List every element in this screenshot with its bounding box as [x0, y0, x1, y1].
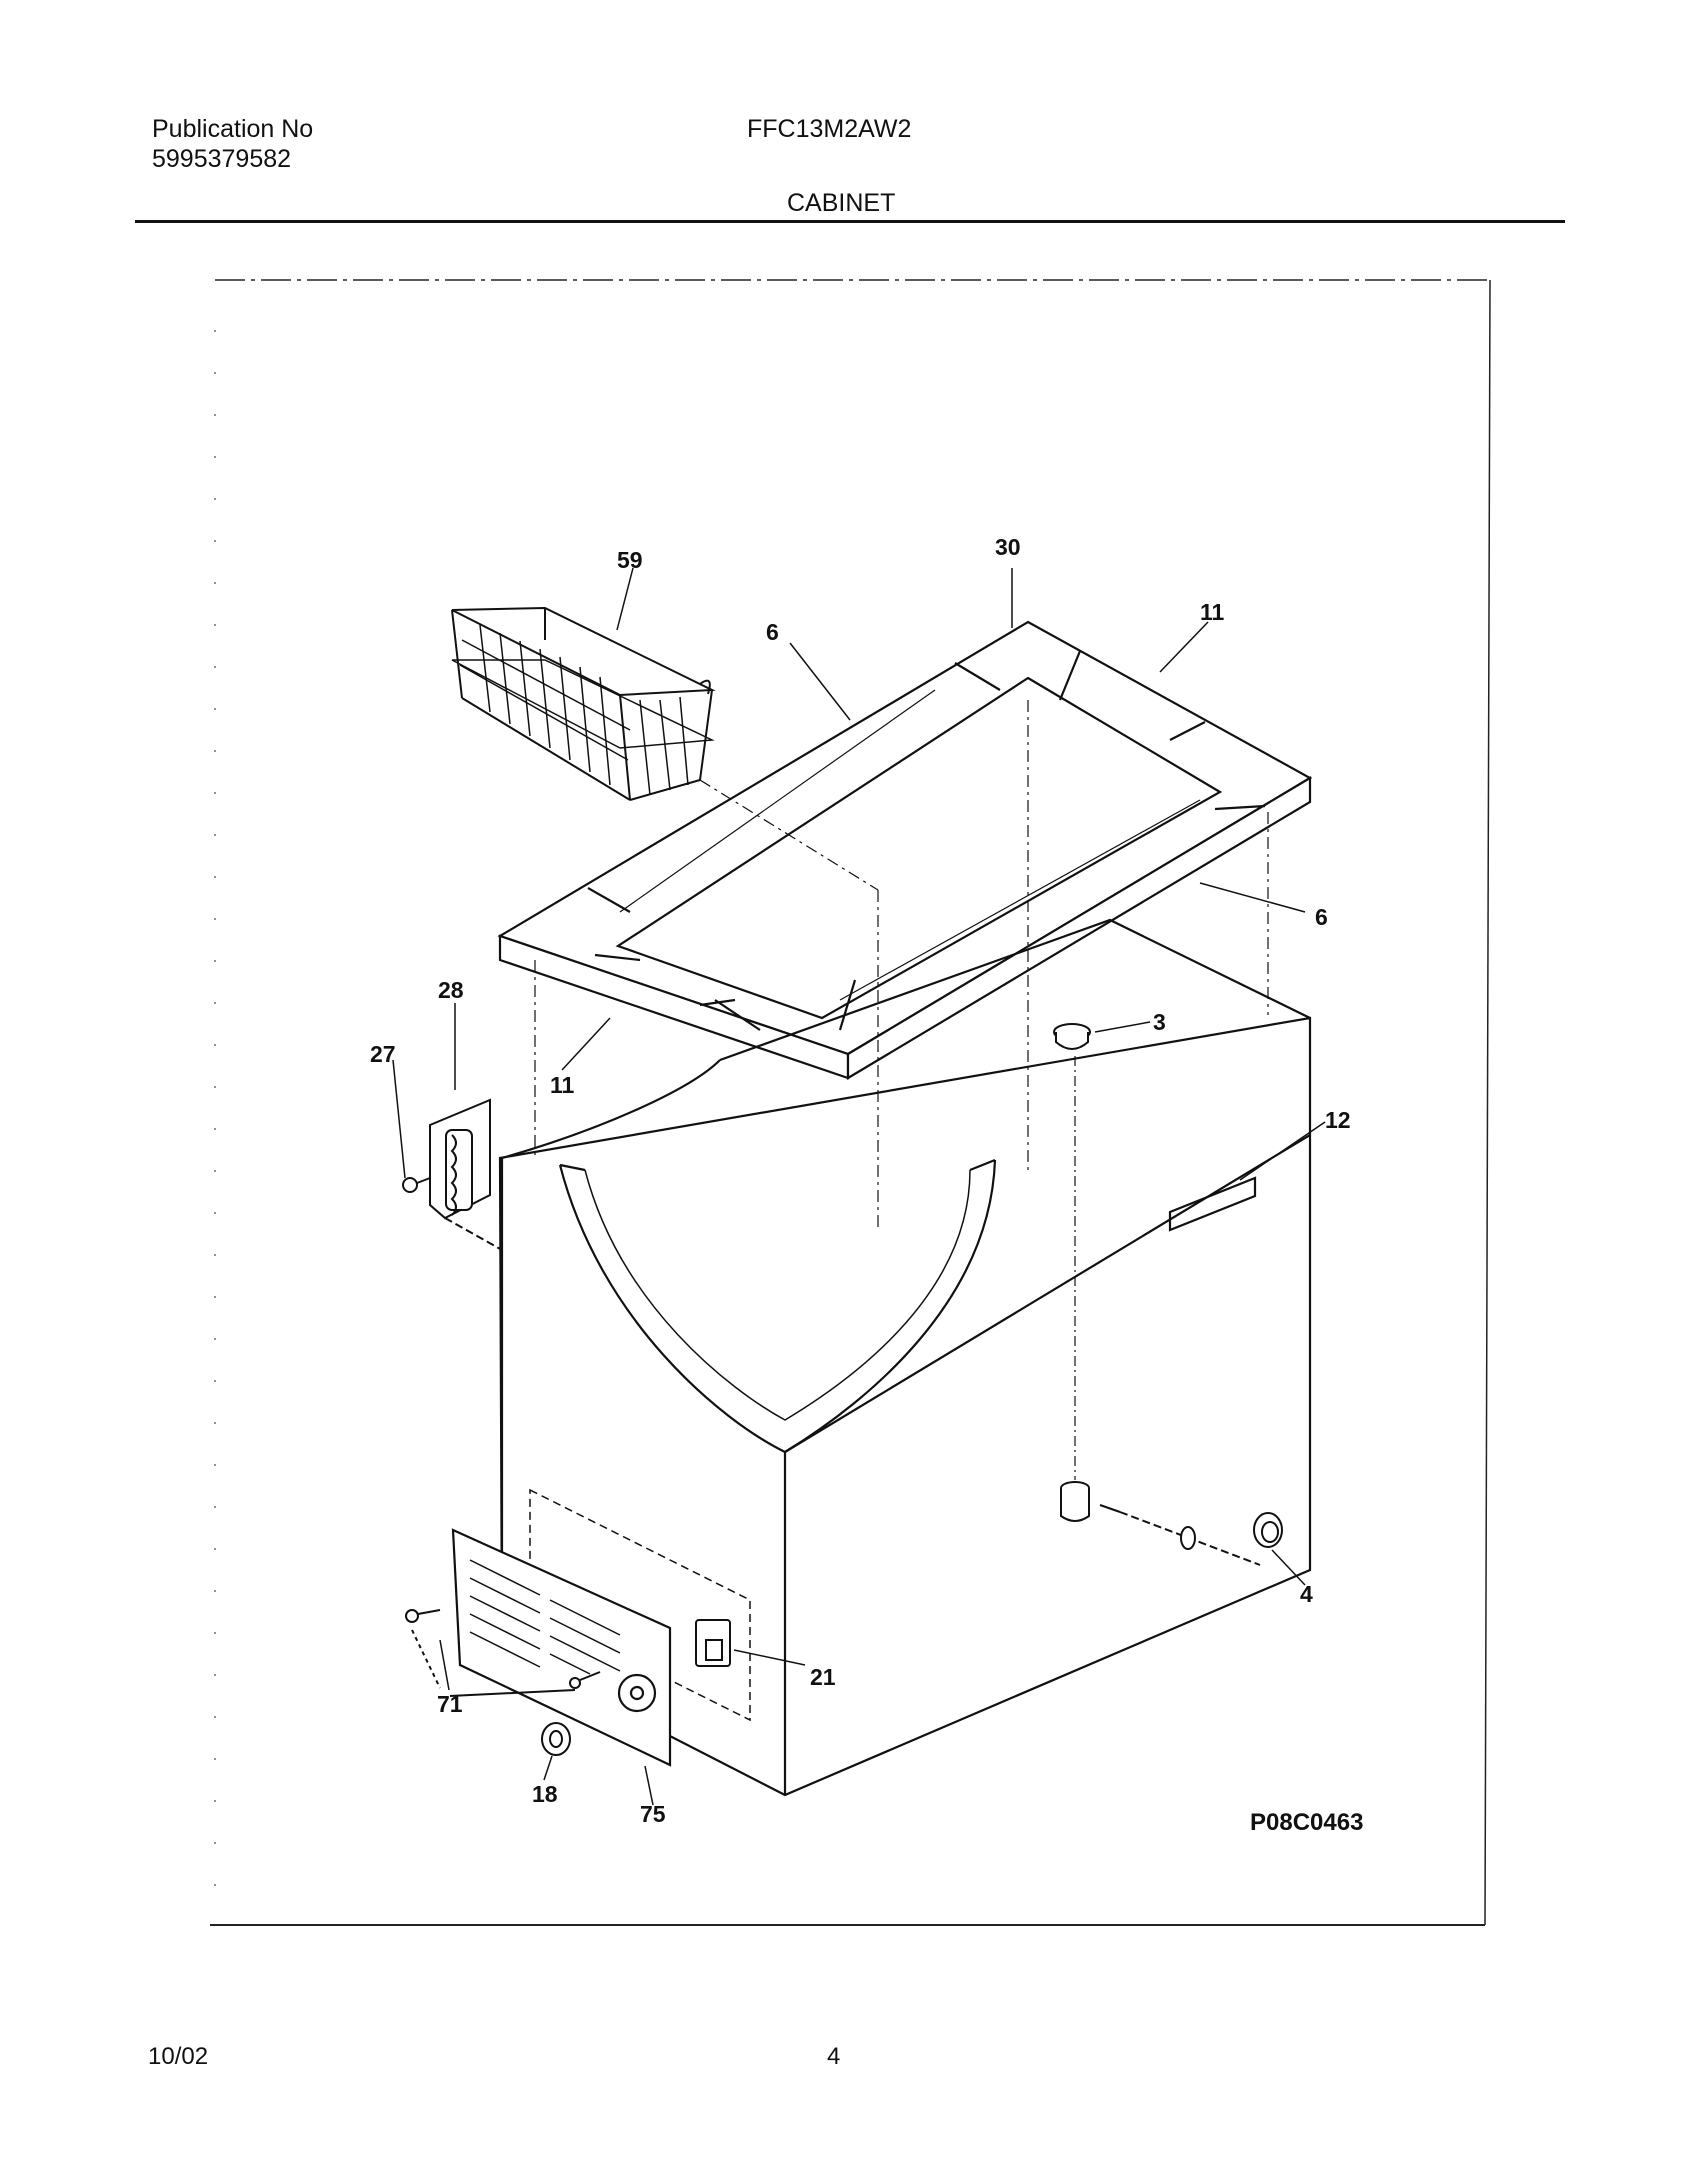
small-hardware: [405, 1609, 731, 1756]
callout-breaker-left-front: 11: [550, 1072, 575, 1098]
leader-lines: [392, 567, 1326, 1806]
callout-corner-top: 30: [995, 534, 1021, 560]
callout-drain-cap: 4: [1300, 1581, 1313, 1607]
callout-breaker-right-back: 11: [1200, 599, 1225, 625]
callout-basket: 59: [617, 547, 643, 573]
rear-grille: [451, 1528, 672, 1767]
diagram-frame: [210, 279, 1491, 1926]
callout-control: 21: [810, 1664, 836, 1690]
construction-lines: [534, 700, 1269, 1230]
publication-number: 5995379582: [152, 145, 292, 173]
callout-breaker-front: 6: [1315, 904, 1328, 930]
publication-label: Publication No: [152, 115, 314, 143]
breaker-strip-frame: [497, 620, 1313, 1080]
callout-knob: 18: [532, 1781, 558, 1807]
section-title: CABINET: [787, 189, 896, 217]
footer-date: 10/02: [148, 2043, 209, 2070]
callout-label-plate: 12: [1325, 1107, 1351, 1133]
callout-breaker-back: 6: [766, 619, 779, 645]
header-divider: [135, 220, 1565, 223]
model-number: FFC13M2AW2: [747, 115, 912, 143]
wire-basket: [451, 606, 716, 801]
callout-hinge-screw: 27: [370, 1041, 396, 1067]
drain-parts: [1053, 1023, 1283, 1566]
hinge-assembly: [402, 1098, 503, 1251]
callout-drain-plug: 3: [1153, 1009, 1166, 1035]
callout-grille: 75: [640, 1801, 666, 1827]
figure-code: P08C0463: [1250, 1809, 1363, 1836]
callout-hinge: 28: [438, 977, 464, 1003]
page-number: 4: [827, 2043, 841, 2070]
callout-grille-screw: 71: [437, 1691, 463, 1717]
